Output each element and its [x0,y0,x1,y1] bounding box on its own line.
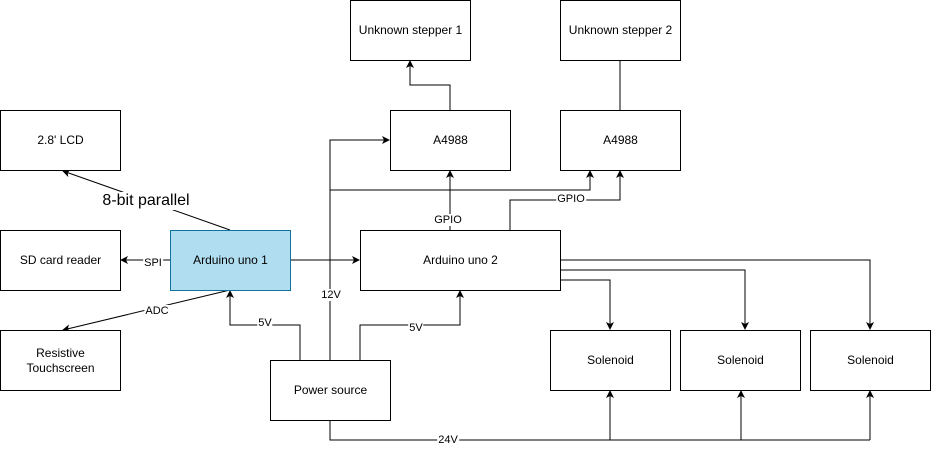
node-stepper2-label: Unknown stepper 2 [568,23,673,37]
node-sd-label: SD card reader [19,253,102,267]
node-driver2-label: A4988 [603,133,638,147]
node-stepper-1: Unknown stepper 1 [350,0,471,61]
node-arduino-uno-2: Arduino uno 2 [360,230,561,291]
edge-uno2-sol1 [560,279,614,330]
edge-uno2-sol2 [560,269,749,330]
node-driver1-label: A4988 [433,133,468,147]
node-solenoid-1: Solenoid [550,330,671,391]
node-sol1-label: Solenoid [587,353,634,367]
node-uno2-label: Arduino uno 2 [423,253,498,267]
node-solenoid-3: Solenoid [810,330,931,391]
edge-uno2-sol3 [560,259,874,330]
edge-label-8bit-parallel: 8-bit parallel [101,192,191,210]
node-stepper-2: Unknown stepper 2 [560,0,681,61]
edge-power-driver2 [330,170,594,191]
node-arduino-uno-1: Arduino uno 1 [170,230,291,291]
edge-label-12v: 12V [320,289,342,301]
node-power-source: Power source [270,360,391,421]
node-touchscreen: Resistive Touchscreen [0,330,121,391]
edge-label-5v-uno1: 5V [257,317,273,329]
node-driver-2: A4988 [560,110,681,171]
edge-label-24v: 24V [437,434,459,446]
node-sol3-label: Solenoid [847,353,894,367]
edge-driver1-stepper1 [406,60,451,110]
edge-label-5v-uno2: 5V [408,322,424,334]
edge-label-gpio-1: GPIO [433,214,463,226]
node-lcd-label: 2.8' LCD [37,133,84,147]
node-power-label: Power source [293,383,368,397]
edge-label-gpio-2: GPIO [556,193,586,205]
node-lcd: 2.8' LCD [0,110,121,171]
node-solenoid-2: Solenoid [680,330,801,391]
node-stepper1-label: Unknown stepper 1 [358,23,463,37]
edge-label-spi: SPI [143,257,163,269]
node-sol2-label: Solenoid [717,353,764,367]
node-sd-card-reader: SD card reader [0,230,121,291]
node-touch-label: Resistive Touchscreen [26,345,95,375]
node-driver-1: A4988 [390,110,511,171]
node-uno1-label: Arduino uno 1 [193,253,268,267]
edge-power-driver1 [329,136,390,360]
edge-label-adc: ADC [144,305,170,317]
edge-power-24v [329,420,870,441]
